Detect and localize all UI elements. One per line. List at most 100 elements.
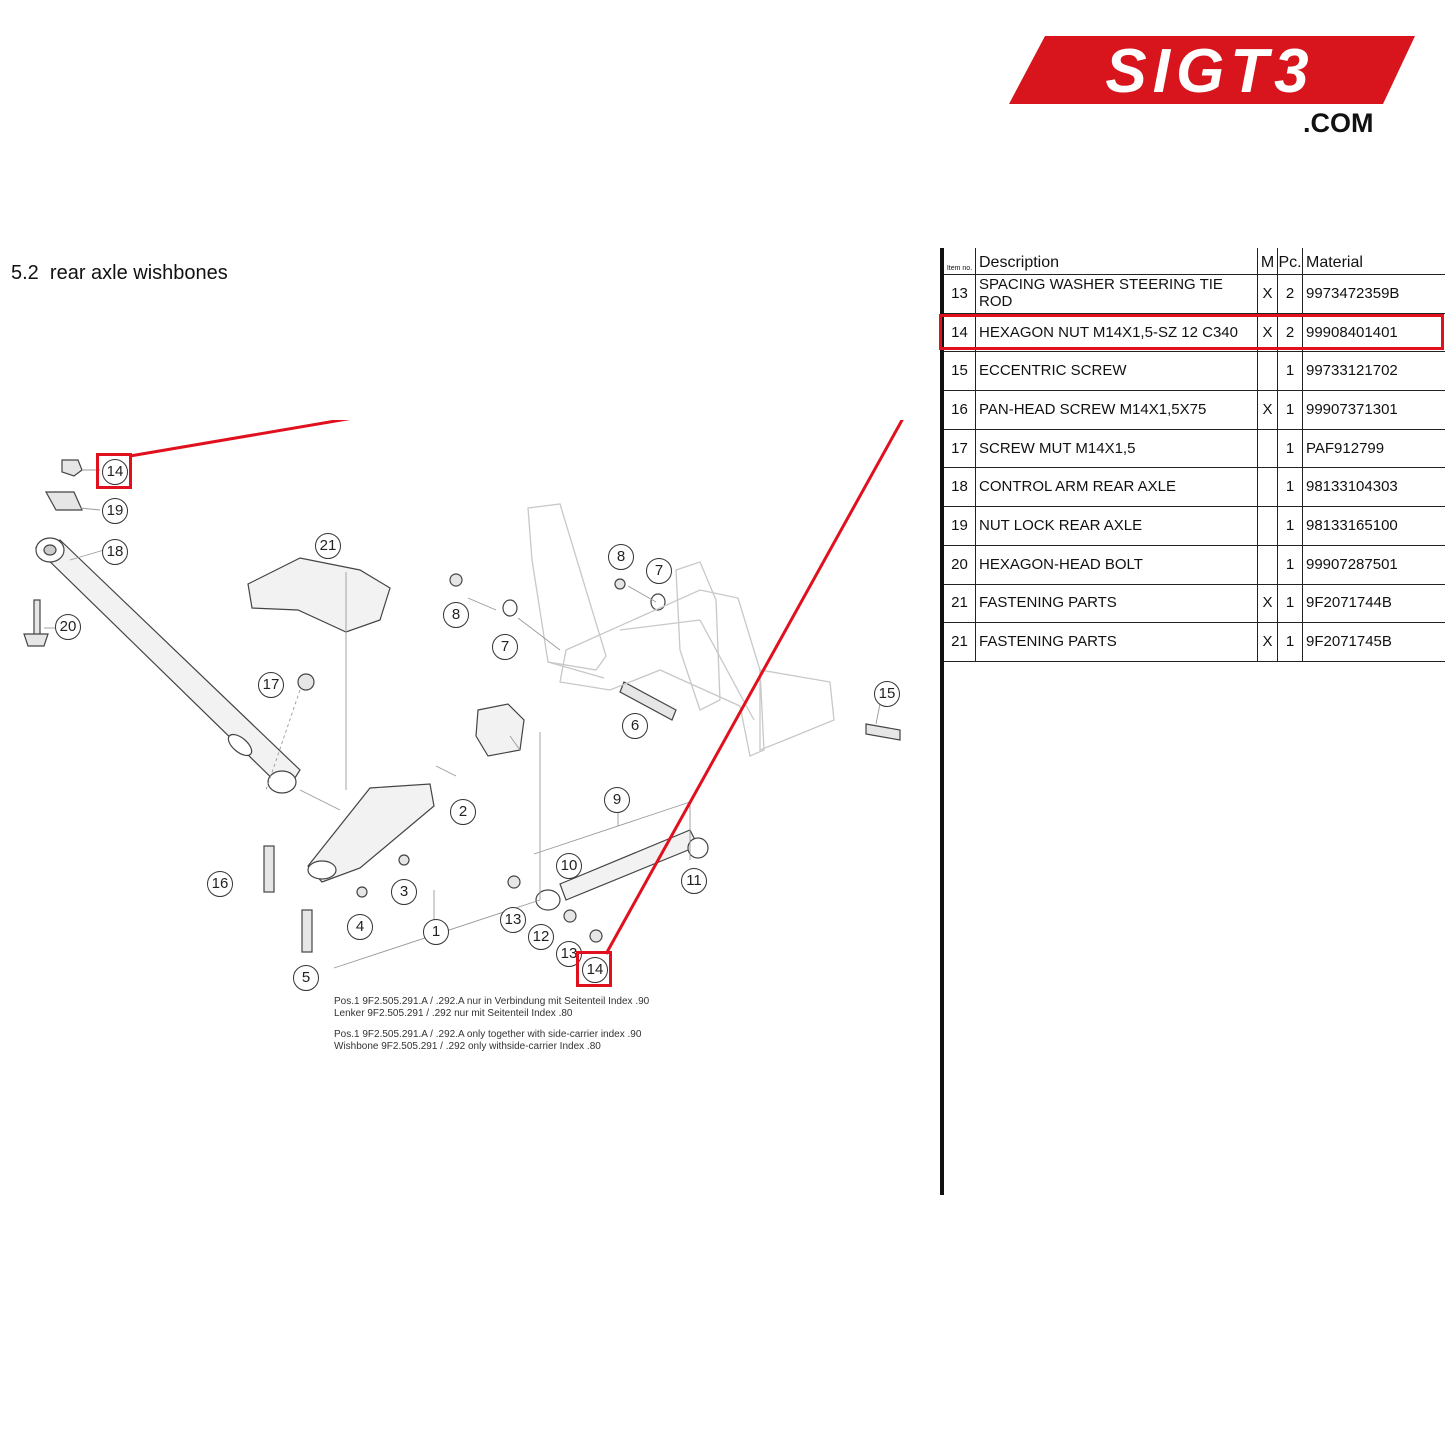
callout-5[interactable]: 5 bbox=[293, 965, 319, 991]
callout-14-bottom[interactable]: 14 bbox=[582, 957, 608, 983]
cell-description: HEXAGON NUT M14X1,5-SZ 12 C340 bbox=[975, 312, 1257, 352]
cell-pc: 1 bbox=[1277, 544, 1302, 584]
callout-11[interactable]: 11 bbox=[681, 868, 707, 894]
cell-pc: 2 bbox=[1277, 274, 1302, 313]
header-m: M bbox=[1257, 248, 1277, 274]
cell-description: SCREW MUT M14X1,5 bbox=[975, 428, 1257, 468]
bolt-20-drawing bbox=[33, 599, 41, 637]
bolt-5-drawing bbox=[301, 909, 313, 953]
callout-7-right[interactable]: 7 bbox=[646, 558, 672, 584]
callout-8-left[interactable]: 8 bbox=[443, 602, 469, 628]
cell-pc: 1 bbox=[1277, 583, 1302, 623]
cell-description: ECCENTRIC SCREW bbox=[975, 351, 1257, 391]
cell-m bbox=[1257, 351, 1277, 391]
logo-brand-text: SIGT3 bbox=[1105, 37, 1314, 106]
cell-pc: 1 bbox=[1277, 506, 1302, 545]
cell-item: 18 bbox=[951, 478, 968, 496]
callout-14-top[interactable]: 14 bbox=[102, 459, 128, 485]
cell-m bbox=[1257, 467, 1277, 507]
cell-pc: 1 bbox=[1277, 351, 1302, 391]
mount-block-drawing bbox=[475, 703, 525, 757]
note-line-1: Pos.1 9F2.505.291.A / .292.A nur in Verb… bbox=[334, 996, 650, 1007]
cell-description: FASTENING PARTS bbox=[975, 622, 1257, 661]
screw-15-drawing bbox=[865, 723, 901, 741]
bolt-16-drawing bbox=[263, 845, 275, 893]
cell-m: X bbox=[1257, 622, 1277, 661]
logo-mark: SIGT3 bbox=[1009, 36, 1415, 106]
cell-description: PAN-HEAD SCREW M14X1,5X75 bbox=[975, 390, 1257, 429]
note-line-4: Wishbone 9F2.505.291 / .292 only withsid… bbox=[334, 1041, 601, 1052]
cell-material: 9F2071745B bbox=[1302, 622, 1445, 661]
cell-description: CONTROL ARM REAR AXLE bbox=[975, 467, 1257, 507]
table-left-rule bbox=[940, 248, 944, 1195]
brand-logo: SIGT3 .COM bbox=[1005, 32, 1420, 142]
cell-m bbox=[1257, 544, 1277, 584]
cell-item: 16 bbox=[951, 400, 968, 418]
cell-description: NUT LOCK REAR AXLE bbox=[975, 506, 1257, 545]
cell-material: PAF912799 bbox=[1302, 428, 1445, 468]
logo-suffix: .COM bbox=[1303, 108, 1374, 138]
callout-16[interactable]: 16 bbox=[207, 871, 233, 897]
cell-m: X bbox=[1257, 583, 1277, 623]
callout-15[interactable]: 15 bbox=[874, 681, 900, 707]
cell-item: 21 bbox=[951, 594, 968, 612]
nut-lock-19-drawing bbox=[44, 491, 83, 511]
subframe-drawing bbox=[527, 503, 835, 757]
cell-description: FASTENING PARTS bbox=[975, 583, 1257, 623]
highlight-connectors bbox=[129, 420, 904, 955]
callout-2[interactable]: 2 bbox=[450, 799, 476, 825]
cell-m: X bbox=[1257, 274, 1277, 313]
cell-pc: 1 bbox=[1277, 428, 1302, 468]
header-item: Item no. bbox=[946, 265, 973, 272]
header-pc: Pc. bbox=[1277, 248, 1302, 274]
callout-10[interactable]: 10 bbox=[556, 853, 582, 879]
header-material: Material bbox=[1302, 248, 1445, 274]
table-header-row: Item no. Description M Pc. Material bbox=[944, 248, 1445, 275]
nut-17-drawing bbox=[297, 673, 315, 691]
note-line-3: Pos.1 9F2.505.291.A / .292.A only togeth… bbox=[334, 1029, 642, 1040]
callout-13-left[interactable]: 13 bbox=[500, 907, 526, 933]
cell-material: 9973472359B bbox=[1302, 274, 1445, 313]
cell-item: 20 bbox=[951, 555, 968, 573]
callout-7-left[interactable]: 7 bbox=[492, 634, 518, 660]
callout-17[interactable]: 17 bbox=[258, 672, 284, 698]
callout-3[interactable]: 3 bbox=[391, 879, 417, 905]
cell-material: 99907287501 bbox=[1302, 544, 1445, 584]
cell-pc: 1 bbox=[1277, 390, 1302, 429]
cell-material: 99907371301 bbox=[1302, 390, 1445, 429]
callout-12[interactable]: 12 bbox=[528, 924, 554, 950]
bolt-6-drawing bbox=[619, 681, 677, 721]
callout-21[interactable]: 21 bbox=[315, 533, 341, 559]
callout-6[interactable]: 6 bbox=[622, 713, 648, 739]
cell-item: 15 bbox=[951, 362, 968, 380]
callout-20[interactable]: 20 bbox=[55, 614, 81, 640]
cell-item: 14 bbox=[951, 323, 968, 341]
cell-m: X bbox=[1257, 312, 1277, 352]
callout-19[interactable]: 19 bbox=[102, 498, 128, 524]
callout-18[interactable]: 18 bbox=[102, 539, 128, 565]
cell-pc: 1 bbox=[1277, 622, 1302, 661]
cell-material: 99733121702 bbox=[1302, 351, 1445, 391]
cell-material: 9F2071744B bbox=[1302, 583, 1445, 623]
cell-description: SPACING WASHER STEERING TIE ROD bbox=[975, 274, 1257, 313]
callout-8-right[interactable]: 8 bbox=[608, 544, 634, 570]
callout-1[interactable]: 1 bbox=[423, 919, 449, 945]
callout-4[interactable]: 4 bbox=[347, 914, 373, 940]
bracket-21-drawing bbox=[247, 557, 391, 633]
cell-m bbox=[1257, 506, 1277, 545]
cell-material: 99908401401 bbox=[1302, 312, 1445, 352]
section-title: 5.2 rear axle wishbones bbox=[11, 262, 228, 284]
callout-9[interactable]: 9 bbox=[604, 787, 630, 813]
cell-m bbox=[1257, 428, 1277, 468]
control-arm-drawing bbox=[34, 537, 301, 794]
